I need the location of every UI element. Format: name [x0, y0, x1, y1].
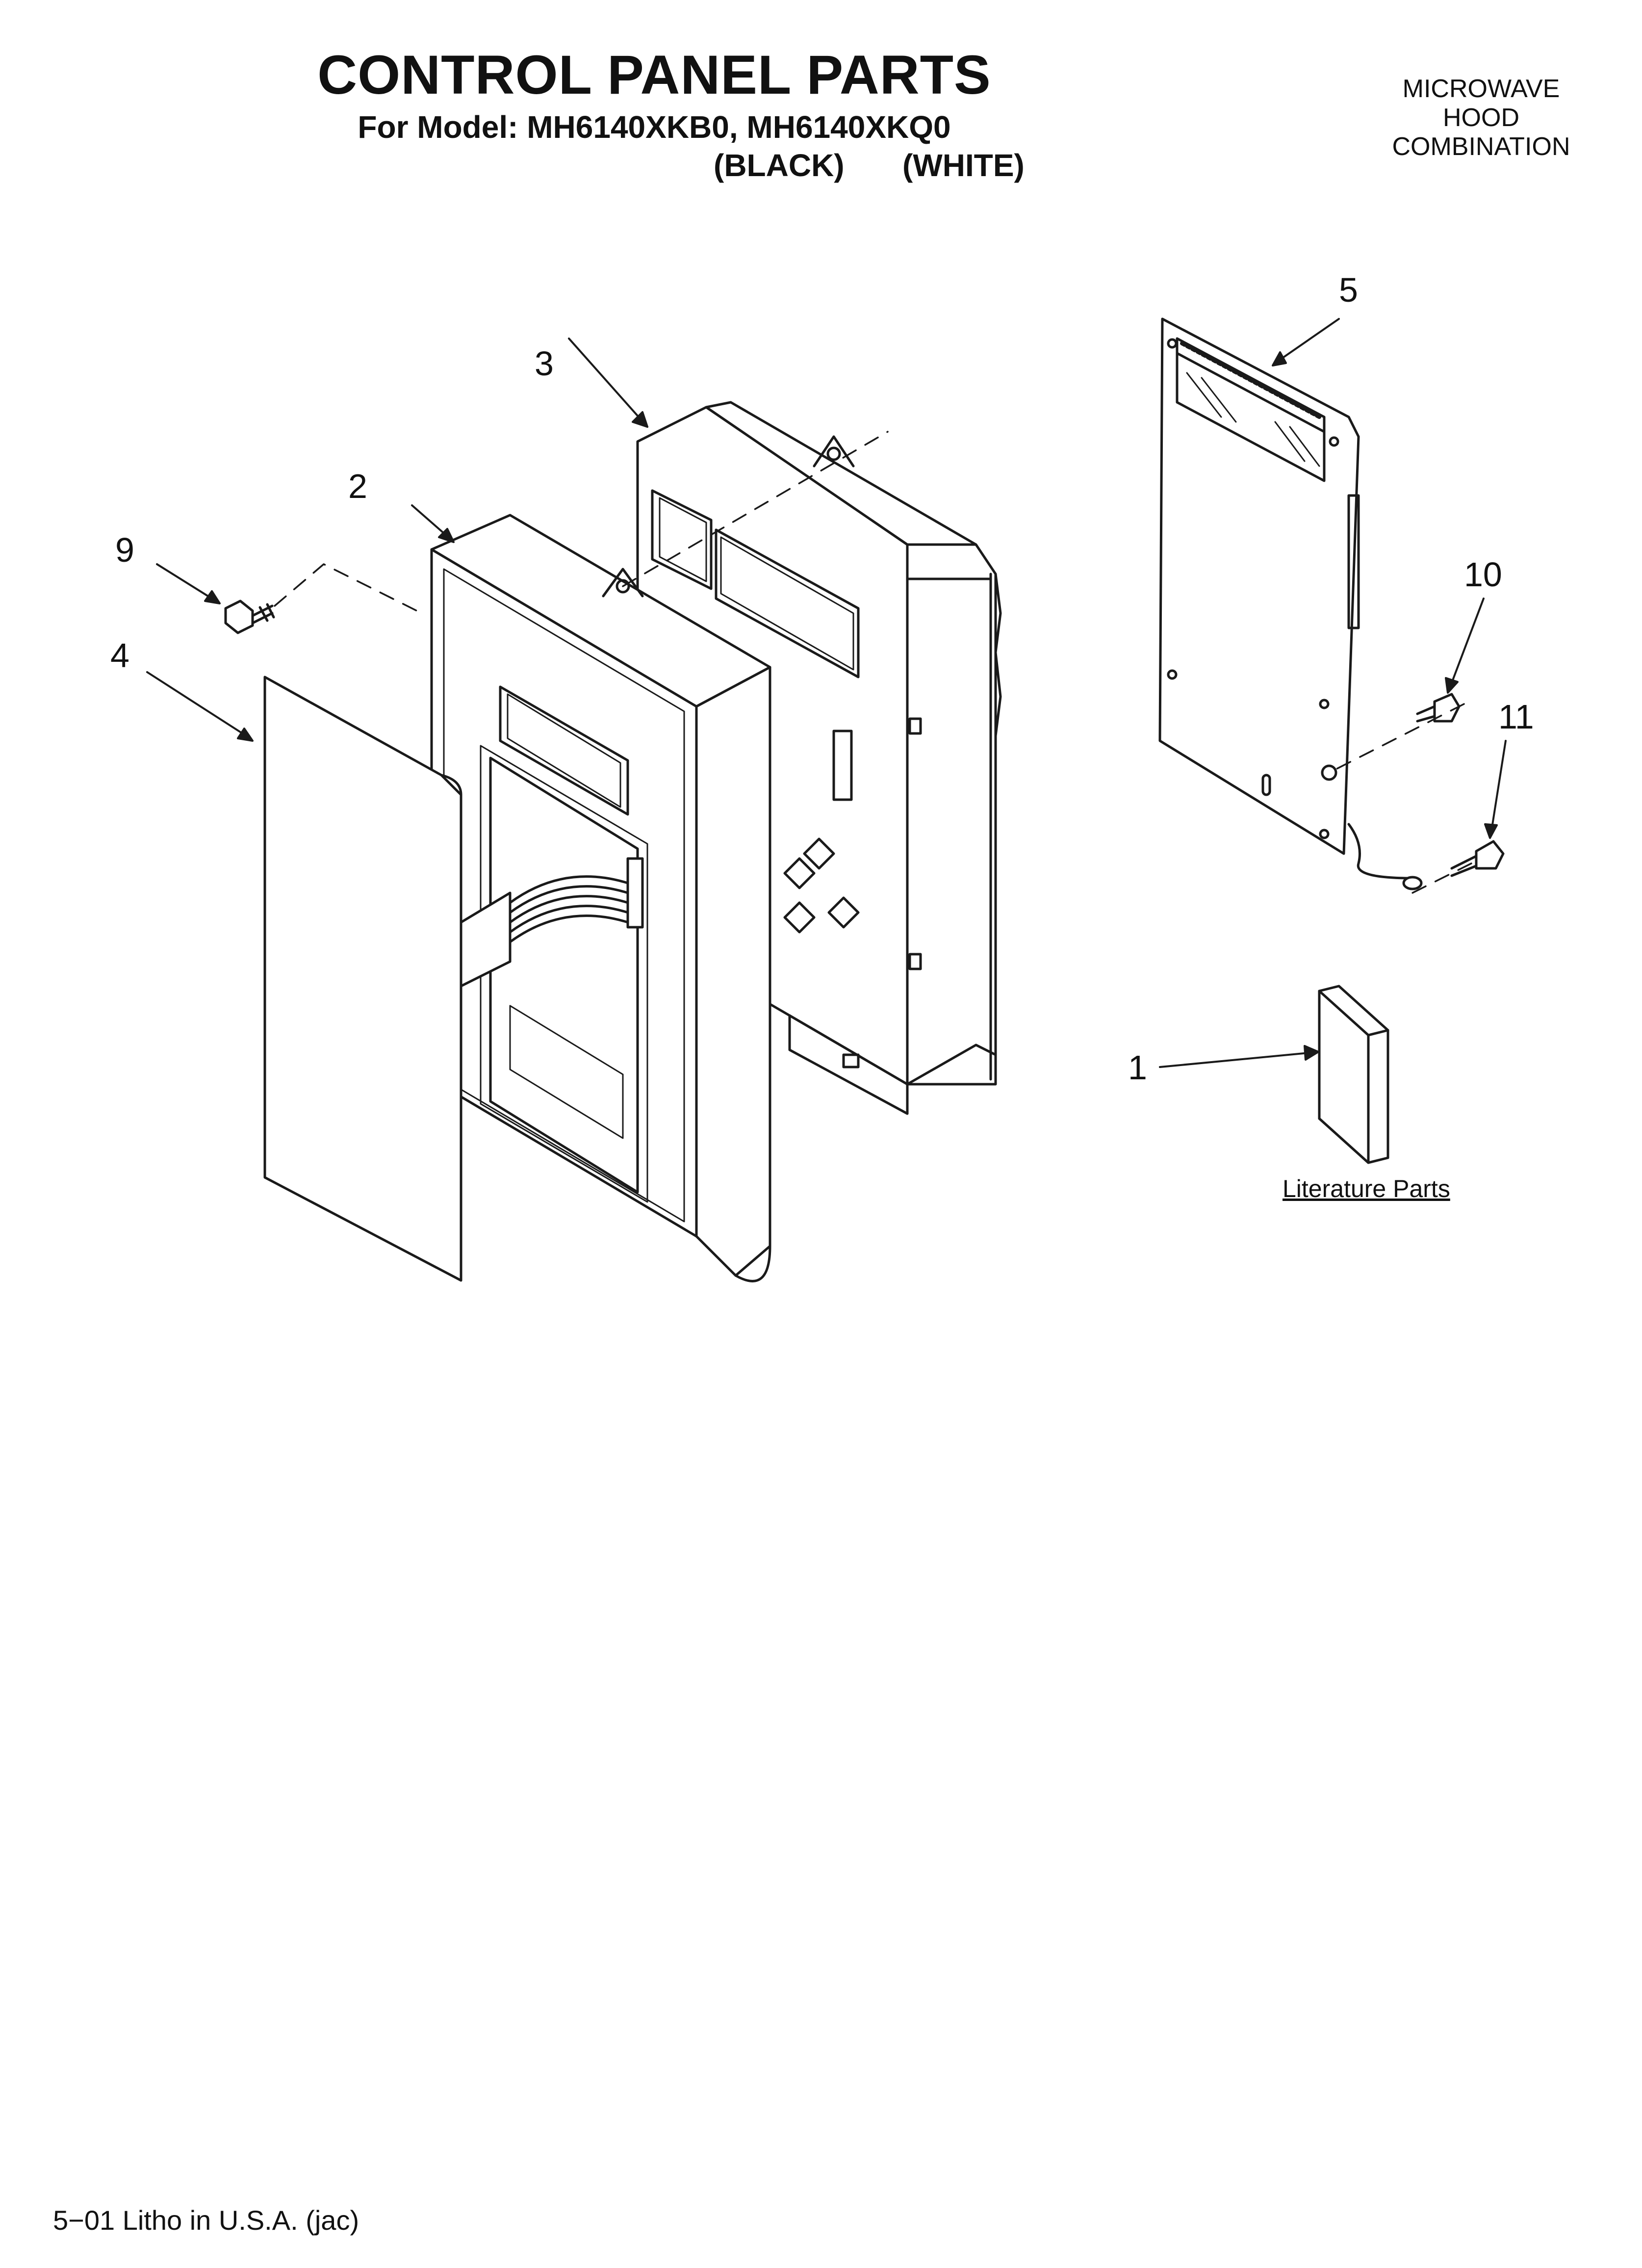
color-label-black: (BLACK) — [714, 148, 845, 183]
callout-labels: 3 2 9 4 5 10 11 1 Literature Parts — [110, 271, 1534, 1202]
part-11-screw — [1450, 840, 1505, 877]
part-5-control-board — [1158, 317, 1423, 890]
part-3-housing — [636, 401, 1002, 1115]
callout-5: 5 — [1339, 271, 1358, 309]
model-numbers: For Model: MH6140XKB0, MH6140XKQ0 — [358, 109, 951, 145]
part-9-screw — [224, 600, 275, 634]
literature-parts-label: Literature Parts — [1283, 1175, 1450, 1202]
alignment-lines — [274, 431, 1472, 894]
color-label-white: (WHITE) — [902, 148, 1025, 183]
product-type-line: MICROWAVE — [1402, 75, 1560, 103]
callout-2: 2 — [348, 467, 367, 505]
page-title: CONTROL PANEL PARTS — [317, 44, 991, 105]
print-footer: 5−01 Litho in U.S.A. (jac) — [53, 2205, 359, 2236]
part-1-literature — [1318, 985, 1389, 1164]
product-type: MICROWAVE HOOD COMBINATION — [1363, 75, 1599, 161]
product-type-line: COMBINATION — [1392, 132, 1570, 161]
callout-3: 3 — [535, 344, 554, 383]
part-4-touch-panel — [263, 676, 512, 1282]
callout-1: 1 — [1128, 1048, 1147, 1087]
ribbon-cable — [509, 857, 644, 943]
callout-10: 10 — [1464, 555, 1502, 594]
part-10-screw — [1416, 693, 1461, 723]
callout-11: 11 — [1498, 698, 1534, 736]
product-type-line: HOOD — [1443, 104, 1519, 132]
part-2-bezel — [430, 514, 771, 1282]
callout-4: 4 — [110, 636, 129, 675]
callout-arrows — [146, 318, 1507, 1068]
callout-9: 9 — [115, 531, 134, 569]
